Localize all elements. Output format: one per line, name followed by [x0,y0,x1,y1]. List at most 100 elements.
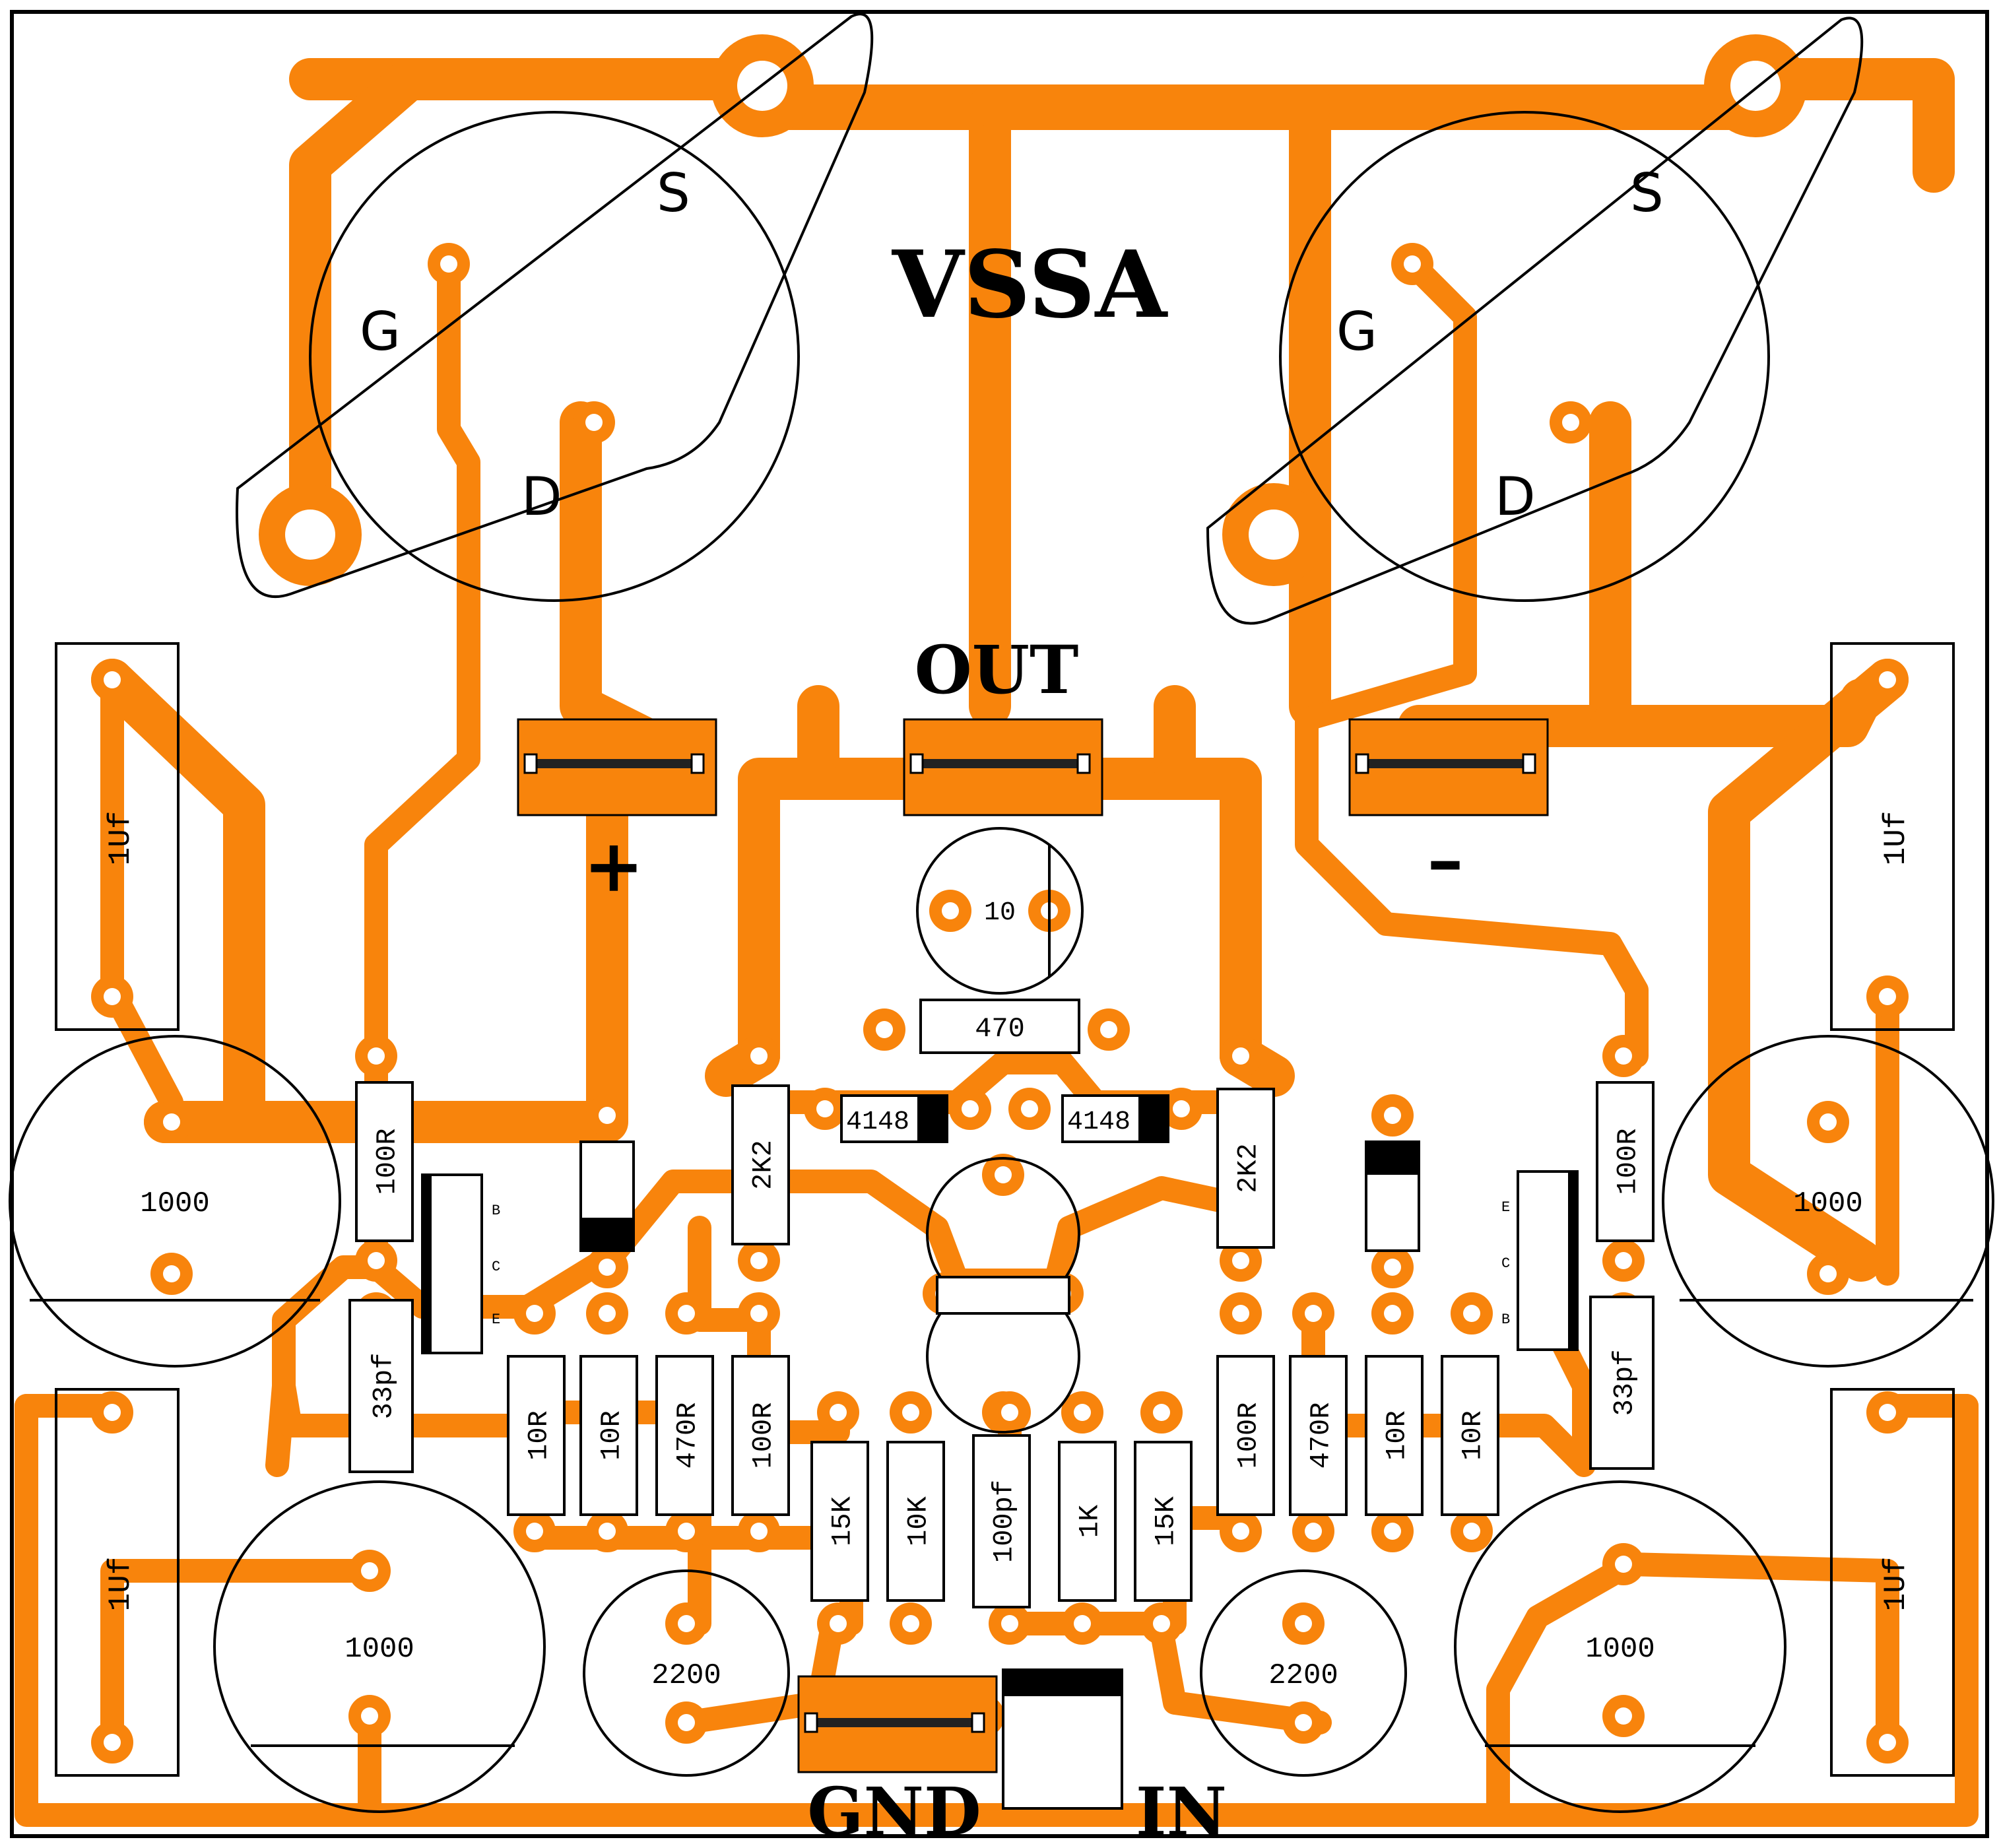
cap-33pf-right: 33pf [1589,1296,1655,1470]
drill-hole [1615,1252,1632,1269]
drill-hole [678,1305,695,1322]
resistor-10r-left-1-label: 10R [523,1410,555,1461]
drill-hole [163,1265,180,1282]
resistor-10r-left-2: 10R [579,1355,638,1516]
drill-hole [1384,1107,1401,1124]
elec-cap-mr-label: 1000 [1793,1187,1863,1220]
film-cap-br-label: 1Uf [1879,1557,1913,1612]
terminal-minus [1348,718,1549,816]
diode-vert-right [1365,1140,1420,1252]
drill-hole [1153,1615,1170,1632]
drill-hole [1819,1265,1837,1282]
drill-hole [750,1305,768,1322]
driver-right: E C B [1501,1170,1579,1351]
drill-hole [1173,1100,1190,1117]
resistor-470-top: 470 [919,999,1080,1054]
film-cap-bl-label: 1Uf [104,1557,138,1612]
label-gnd: GND [807,1773,981,1848]
drill-hole [1295,1714,1312,1731]
resistor-15k-right-label: 15K [1150,1496,1182,1546]
cap-33pf-left-label: 33pf [368,1353,400,1420]
drill-hole [1153,1404,1170,1421]
driver-left-pin-e: E [492,1311,500,1328]
mosfet-left-case [309,111,800,602]
drill-hole [104,988,121,1005]
drill-hole [750,1047,768,1065]
driver-left-pin-c: C [492,1259,500,1275]
drill-hole [1819,1113,1837,1131]
drill-hole [585,414,603,431]
drill-hole [1879,988,1896,1005]
mosfet-left-package [236,13,874,599]
elec-cap-bl: 1000 [213,1480,546,1813]
resistor-2k2-left-label: 2K2 [748,1140,779,1190]
label-in: IN [1136,1773,1227,1848]
elec-cap-2200-l: 2200 [583,1569,790,1777]
drill-hole [1879,1404,1896,1421]
mosfet-right-pin-s: S [1630,162,1664,224]
terminal-in [1002,1668,1123,1810]
mosfet-right-pin-g: G [1336,301,1377,362]
terminal-out [903,718,1103,816]
elec-cap-br-label: 1000 [1585,1633,1655,1666]
resistor-15k-left-label: 15K [827,1496,859,1546]
drill-hole [526,1305,543,1322]
drill-hole [1001,1615,1018,1632]
drill-hole [962,1100,979,1117]
drill-hole [599,1523,616,1540]
mosfet-right: G S D [1206,16,1864,625]
drill-hole [876,1021,893,1038]
drill-hole [163,1113,180,1131]
resistor-10r-right-2: 10R [1441,1355,1499,1516]
resistor-100r-right: 100R [1596,1081,1655,1242]
drill-hole [1232,1252,1249,1269]
drill-hole [942,902,959,919]
resistor-2k2-left: 2K2 [731,1084,790,1245]
film-cap-bl: 1Uf [55,1388,180,1777]
elec-cap-10: 10 [916,827,1084,995]
drill-hole [830,1404,847,1421]
resistor-100r-mid-left-label: 100R [748,1402,779,1469]
drill-hole [1001,1404,1018,1421]
resistor-15k-right: 15K [1134,1441,1193,1602]
cap-33pf-left: 33pf [348,1299,414,1473]
mount-hole [285,510,335,560]
drill-hole [526,1523,543,1540]
to92-lower [926,1276,1080,1434]
drill-hole [1074,1404,1091,1421]
drill-hole [902,1615,919,1632]
terminal-plus [517,718,717,816]
elec-cap-bl-label: 1000 [344,1633,414,1666]
drill-hole [599,1305,616,1322]
driver-left: B C E [421,1173,500,1354]
elec-cap-ml-label: 1000 [140,1187,210,1220]
drill-hole [1879,671,1896,688]
drill-hole [1384,1523,1401,1540]
elec-cap-mr: 1000 [1662,1035,1994,1368]
terminal-gnd [797,1675,998,1773]
drill-hole [1100,1021,1117,1038]
film-cap-tl-label: 1Uf [104,811,138,866]
resistor-1k: 1K [1058,1441,1117,1602]
drill-hole [1232,1047,1249,1065]
resistor-10k-label: 10K [903,1496,934,1546]
drill-hole [1615,1556,1632,1573]
resistor-1k-label: 1K [1074,1504,1106,1538]
diode-vert-left [579,1140,635,1252]
resistor-10r-left-1: 10R [507,1355,566,1516]
resistor-100r-right-label: 100R [1612,1129,1644,1195]
drill-hole [104,1734,121,1751]
resistor-2k2-right: 2K2 [1216,1088,1275,1249]
trace-left-drain-plus [560,401,681,767]
resistor-470r-left-label: 470R [672,1402,704,1469]
resistor-470r-left: 470R [655,1355,714,1516]
cap-33pf-right-label: 33pf [1609,1350,1641,1416]
drill-hole [678,1615,695,1632]
diode-left-label: 4148 [846,1107,909,1137]
drill-hole [1384,1305,1401,1322]
drill-hole [995,1166,1012,1183]
drill-hole [816,1100,834,1117]
mosfet-right-case [1279,111,1770,602]
mosfet-left: G S D [236,13,874,602]
